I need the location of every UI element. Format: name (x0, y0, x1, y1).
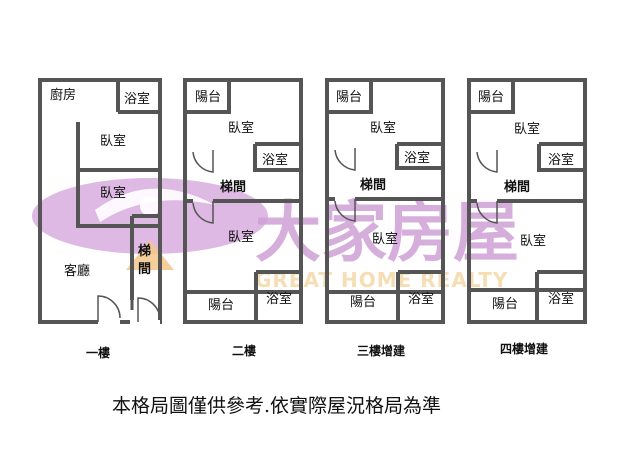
f3-bedroom-bottom-label: 臥室 (372, 231, 398, 247)
floor-4-plan (467, 78, 587, 324)
f4-balcony-bottom-label: 陽台 (492, 297, 518, 312)
f2-balcony-top-label: 陽台 (195, 90, 221, 105)
floor-4-label: 四樓增建 (500, 341, 549, 356)
f3-stairs-label: 梯間 (360, 177, 386, 193)
f4-stairs-label: 梯間 (504, 179, 530, 195)
f2-bedroom-top-label: 臥室 (228, 120, 254, 136)
f2-bath-bottom-label: 浴室 (266, 291, 292, 307)
f3-balcony-bottom-label: 陽台 (350, 295, 376, 310)
f2-stairs-label: 梯間 (220, 179, 246, 195)
floor-1-plan (38, 78, 162, 324)
f4-balcony-top-label: 陽台 (478, 90, 504, 105)
f1-living-label: 客廳 (64, 263, 90, 279)
f1-kitchen-label: 廚房 (50, 87, 76, 103)
floor-3-plan (325, 78, 445, 324)
disclaimer-text: 本格局圖僅供參考.依實際屋況格局為準 (112, 395, 441, 417)
f3-balcony-top-label: 陽台 (336, 90, 362, 105)
f1-bath-label: 浴室 (124, 91, 150, 107)
floor-2-label: 二樓 (232, 343, 256, 358)
floor-2-plan (183, 78, 303, 324)
f1-bedroom2-label: 臥室 (100, 185, 126, 201)
floor-1-label: 一樓 (86, 345, 110, 360)
f4-bedroom-bottom-label: 臥室 (520, 233, 546, 249)
f2-balcony-bottom-label: 陽台 (208, 298, 234, 313)
f4-bath-bottom-label: 浴室 (548, 291, 574, 307)
f3-bedroom-top-label: 臥室 (370, 120, 396, 136)
f2-bath-mid-label: 浴室 (262, 152, 288, 168)
f4-bedroom-top-label: 臥室 (514, 121, 540, 137)
watermark-logo-dot (140, 196, 160, 216)
f1-stairs-label-a: 梯 (138, 243, 151, 259)
f4-bath-mid-label: 浴室 (548, 152, 574, 168)
floor-3-label: 三樓增建 (357, 343, 406, 358)
f2-bedroom-bottom-label: 臥室 (228, 229, 254, 245)
f3-bath-mid-label: 浴室 (404, 150, 430, 166)
f3-bath-bottom-label: 浴室 (408, 291, 434, 307)
f1-stairs-label-b: 間 (138, 262, 151, 277)
f1-bedroom1-label: 臥室 (100, 133, 126, 149)
